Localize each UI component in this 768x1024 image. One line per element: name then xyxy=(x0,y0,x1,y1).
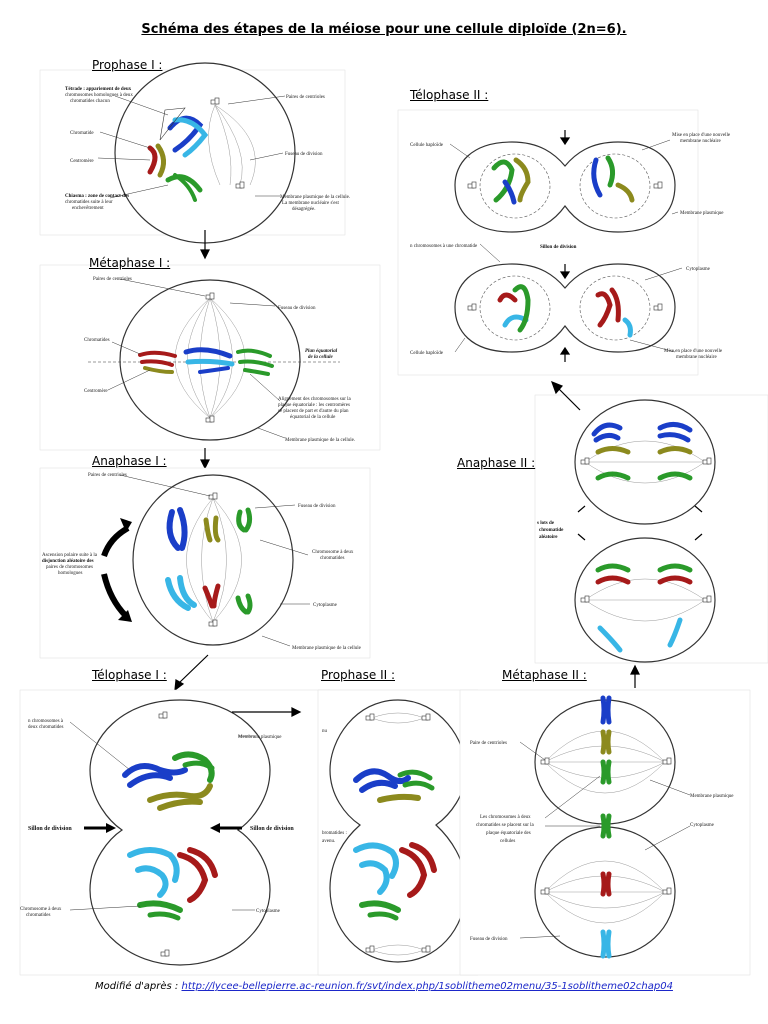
stage-title-anaphase2: Anaphase II : xyxy=(457,456,536,470)
telophase1-chromosome-label: Chromosome à deux xyxy=(20,907,62,912)
telophase2-haploide-label: Cellule haploïde xyxy=(410,143,444,148)
main-title: Schéma des étapes de la méiose pour une … xyxy=(141,22,627,37)
telophase1-sillon-label-left: Sillon de division xyxy=(28,826,72,832)
metaphase1-centromere-label: Centromère xyxy=(84,389,108,394)
prophase1-chromatide-label: Chromatide xyxy=(70,131,94,136)
arrow-t1-p2 xyxy=(232,707,302,717)
metaphase2-paire-label: Paire de centrioles xyxy=(470,741,507,746)
prophase1-chiasma-label-3: enchevêtrement xyxy=(72,206,104,211)
anaphase1-ascension-label-4: homologues xyxy=(58,571,82,576)
telophase1-nchrom-label: n chromosomes à xyxy=(28,719,64,724)
telophase1-sillon-label-right: Sillon de division xyxy=(250,826,294,832)
telophase2-haploide-label-2: Cellule haploïde xyxy=(410,351,444,356)
metaphase2-chrom-label: Les chromosomes à deux xyxy=(480,815,531,820)
prophase1-tetrade-label-2: chromosomes homologues à deux xyxy=(65,93,133,98)
telophase1-chromosome-label-2: chromatides xyxy=(26,913,50,918)
arrow-m1-a1 xyxy=(200,448,210,470)
prophase2-bromatides-label: bromatides : xyxy=(322,831,347,836)
prophase1-chiasma-label: Chiasma : zone de contact des xyxy=(65,194,129,199)
metaphase2-chrom-label-2: chromatides se placent sur la xyxy=(476,823,535,828)
telophase2-nchrom-label: n chromosomes à une chromatide xyxy=(410,244,478,249)
prophase1-chiasma-label-2: chromatides suite à leur xyxy=(65,200,113,205)
telophase1-membrane-label: Membrane plasmique xyxy=(238,735,282,740)
stage-title-metaphase1: Métaphase I : xyxy=(89,256,171,270)
stage-title-prophase1: Prophase I : xyxy=(92,58,163,72)
anaphase1-ascension-label-3: paires de chromosomes xyxy=(46,565,93,570)
prophase1-panel: Tétrade : appariement de deux chromosome… xyxy=(39,62,350,244)
telophase2-membrane-label: Membrane plasmique xyxy=(680,211,724,216)
metaphase1-align-label-4: équatorial de la cellule xyxy=(290,415,336,420)
stage-title-prophase2: Prophase II : xyxy=(321,668,395,682)
anaphase2-lots-label-3: aléatoire xyxy=(539,535,558,540)
arrow-m2-a2 xyxy=(630,664,640,688)
stage-title-anaphase1: Anaphase I : xyxy=(92,454,167,468)
metaphase2-membrane-label: Membrane plasmique xyxy=(690,794,734,799)
metaphase2-fuseau-label: Fuseau de division xyxy=(470,937,508,942)
telophase1-panel: n chromosomes à deux chromatides Membran… xyxy=(19,689,331,976)
metaphase1-chromatides-label: Chromatides xyxy=(84,338,110,343)
metaphase1-align-label-3: se placent de part et d'autre du plan xyxy=(278,409,349,414)
telophase1-cytoplasme-label: Cytoplasme xyxy=(256,909,281,914)
anaphase1-chromosome-label: Chromosome à deux xyxy=(312,550,354,555)
telophase2-cytoplasme-label: Cytoplasme xyxy=(686,267,711,272)
prophase2-nu-label: nu xyxy=(322,729,328,734)
prophase2-panel: nu bromatides : avenu. xyxy=(317,689,479,976)
arrow-p1-m1 xyxy=(200,230,210,260)
metaphase1-align-label: Alignement des chromosomes sur la xyxy=(278,397,352,402)
stage-title-telophase2: Télophase II : xyxy=(410,88,489,102)
metaphase1-paires-label: Paires de centrioles xyxy=(93,277,132,282)
telophase2-mise-label-4: membrane nucléaire xyxy=(676,355,717,360)
prophase2-avenu-label: avenu. xyxy=(322,839,335,844)
anaphase2-lots-label-2: chromatide xyxy=(539,528,564,533)
anaphase2-panel: s lots de chromatide aléatoire xyxy=(534,394,768,664)
arrow-a2-t2 xyxy=(550,380,581,411)
prophase1-membrane-label-3: désagrégée. xyxy=(292,207,315,212)
metaphase2-chrom-label-3: plaque équatoriale des xyxy=(486,831,531,836)
anaphase1-cytoplasme-label: Cytoplasme xyxy=(313,603,338,608)
source-credit-prefix: Modifié d'après : xyxy=(95,981,182,992)
metaphase1-plan-label: Plan équatorial xyxy=(305,349,338,354)
metaphase1-plan-label-2: de la cellule xyxy=(308,355,333,360)
telophase2-panel: Cellule haploïde Mise en place d'une nou… xyxy=(397,109,731,376)
metaphase1-panel: Paires de centrioles Fuseau de division … xyxy=(39,264,381,451)
prophase1-membrane-label-2: La membrane nucléaire s'est xyxy=(282,201,339,206)
metaphase2-chrom-label-4: cellules xyxy=(500,839,515,844)
anaphase1-paires-label: Paires de centrioles xyxy=(88,473,127,478)
prophase1-tetrade-label: Tétrade : appariement de deux xyxy=(65,87,132,92)
metaphase1-membrane-label: Membrane plasmique de la cellule. xyxy=(285,438,355,443)
anaphase1-membrane-label: Membrane plasmique de la cellule xyxy=(292,646,362,651)
arrow-a1-t1 xyxy=(174,654,209,692)
prophase1-centromere-label: Centromère xyxy=(70,159,94,164)
telophase2-mise-label: Mise en place d'une nouvelle xyxy=(672,133,731,138)
anaphase1-chromosome-label-2: chromatides xyxy=(320,556,344,561)
telophase1-nchrom-label-2: deux chromatides xyxy=(28,725,63,730)
prophase1-tetrade-label-3: chromatides chacun xyxy=(70,99,110,104)
prophase1-membrane-label: Membrane plasmique de la cellule. xyxy=(280,195,350,200)
stage-title-telophase1: Télophase I : xyxy=(92,668,167,682)
anaphase1-panel: Paires de centrioles Fuseau de division … xyxy=(39,467,371,659)
anaphase1-ascension-label-2: disjonction aléatoire des xyxy=(42,559,94,564)
anaphase1-ascension-label: Ascension polaire suite à la xyxy=(42,553,98,558)
metaphase2-panel: Paire de centrioles Membrane plasmique L… xyxy=(459,689,751,976)
metaphase1-align-label-2: plaque équatoriale : les centromères xyxy=(278,403,350,408)
stage-title-metaphase2: Métaphase II : xyxy=(502,668,587,682)
source-link[interactable]: http://lycee-bellepierre.ac-reunion.fr/s… xyxy=(181,981,673,992)
telophase2-sillon-label: Sillon de division xyxy=(540,245,577,250)
source-credit: Modifié d'après : http://lycee-bellepier… xyxy=(0,981,768,992)
prophase1-fuseau-label: Fuseau de division xyxy=(285,152,323,157)
anaphase2-lots-label: s lots de xyxy=(537,521,555,526)
anaphase1-fuseau-label: Fuseau de division xyxy=(298,504,336,509)
prophase1-paires-label: Paires de centrioles xyxy=(286,95,325,100)
metaphase1-fuseau-label: Fuseau de division xyxy=(278,306,316,311)
telophase2-mise-label-2: membrane nucléaire xyxy=(680,139,721,144)
metaphase2-cytoplasme-label: Cytoplasme xyxy=(690,823,715,828)
telophase2-mise-label-3: Mise en place d'une nouvelle xyxy=(664,349,723,354)
